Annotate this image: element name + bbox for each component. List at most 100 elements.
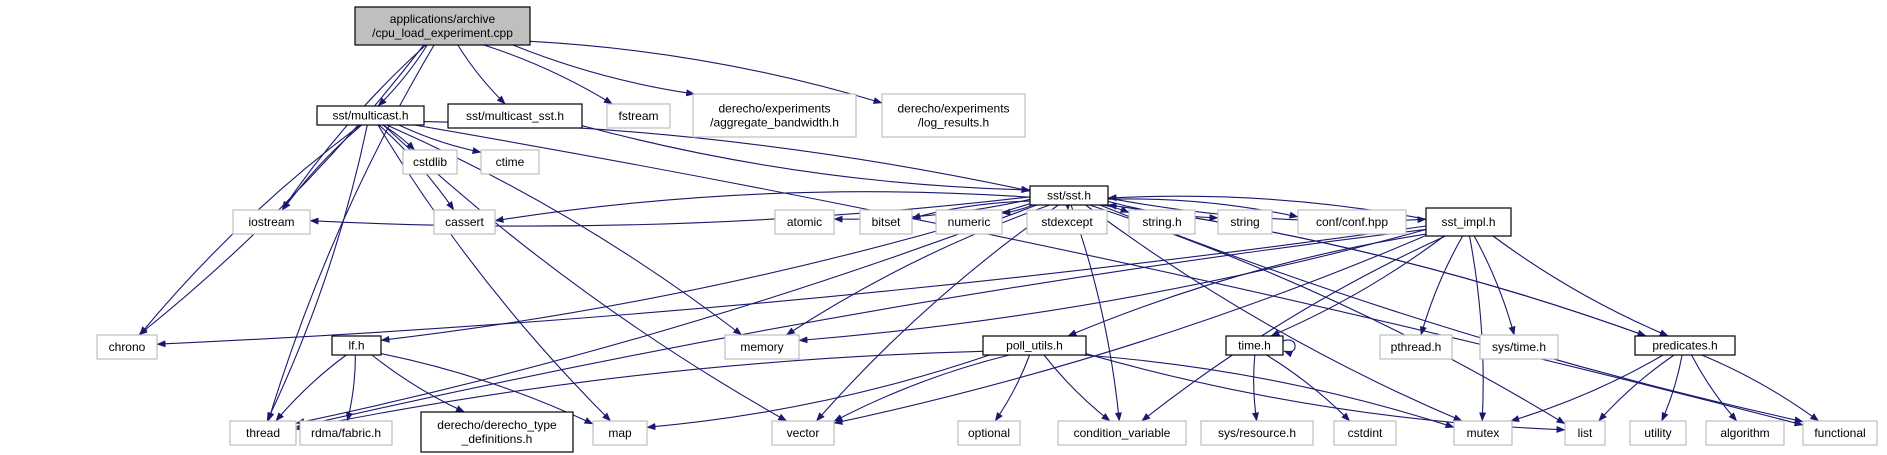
node-label: /log_results.h (918, 116, 989, 130)
node-timeh[interactable]: time.h (1225, 335, 1284, 356)
edge-poll-to-optional (994, 354, 1031, 422)
edge-sst-to-memory (785, 204, 1050, 336)
node-box (1564, 420, 1606, 446)
node-stringh[interactable]: string.h (1128, 209, 1196, 235)
node-fstream[interactable]: fstream (606, 103, 671, 129)
node-ctime[interactable]: ctime (480, 149, 540, 175)
edge-sst-to-bitset (911, 200, 1031, 220)
node-optional[interactable]: optional (957, 420, 1021, 446)
node-atomic[interactable]: atomic (774, 209, 835, 235)
node-box (606, 103, 671, 129)
node-numeric[interactable]: numeric (935, 209, 1003, 235)
node-label: string.h (1142, 215, 1181, 229)
node-label: memory (740, 340, 783, 354)
node-chrono[interactable]: chrono (96, 334, 158, 360)
node-aggbw[interactable]: derecho/experiments/aggregate_bandwidth.… (692, 93, 857, 138)
node-label: thread (246, 426, 280, 440)
node-sst[interactable]: sst/sst.h (1029, 185, 1109, 206)
node-box (771, 420, 835, 446)
node-label: derecho/derecho_type (437, 418, 557, 432)
node-label: cstdint (1348, 426, 1383, 440)
node-label: applications/archive (390, 12, 496, 26)
edge-sst-to-iostream (309, 196, 1031, 227)
edge-sst-to-list (1089, 204, 1566, 425)
edge-root-to-mcast (377, 44, 428, 107)
edge-mcast-to-memory (386, 124, 743, 336)
node-pred[interactable]: predicates.h (1634, 335, 1736, 356)
node-condvar[interactable]: condition_variable (1057, 420, 1187, 446)
edge-poll-to-map (646, 354, 990, 431)
node-label: string (1230, 215, 1259, 229)
node-thread[interactable]: thread (229, 420, 297, 446)
node-cstdint[interactable]: cstdint (1333, 420, 1397, 446)
edge-lfh-to-rdma (346, 354, 356, 422)
edge-sst-to-functional (1099, 204, 1804, 424)
edge-sst-to-numeric (1001, 204, 1034, 216)
node-mutex[interactable]: mutex (1453, 420, 1513, 446)
edge-impl-to-mutex (1468, 235, 1487, 422)
node-conf[interactable]: conf/conf.hpp (1297, 209, 1407, 235)
node-label: /cpu_load_experiment.cpp (372, 26, 513, 40)
node-mcast-sst[interactable]: sst/multicast_sst.h (447, 103, 583, 129)
node-lfh[interactable]: lf.h (331, 335, 382, 356)
node-box (859, 209, 913, 235)
edge-impl-to-pred (1492, 235, 1669, 337)
edge-poll-to-vector (833, 354, 1010, 422)
node-stdexcept[interactable]: stdexcept (1026, 209, 1108, 235)
node-sysres[interactable]: sys/resource.h (1200, 420, 1314, 446)
node-label: /aggregate_bandwidth.h (710, 116, 839, 130)
node-vector[interactable]: vector (771, 420, 835, 446)
node-poll[interactable]: poll_utils.h (982, 335, 1087, 356)
node-utility[interactable]: utility (1629, 420, 1687, 446)
node-bitset[interactable]: bitset (859, 209, 913, 235)
node-box (1029, 185, 1109, 206)
node-list[interactable]: list (1564, 420, 1606, 446)
node-label: pthread.h (1391, 340, 1442, 354)
node-box (402, 149, 458, 175)
node-label: functional (1814, 426, 1865, 440)
node-box (1634, 335, 1736, 356)
node-memory[interactable]: memory (724, 334, 800, 360)
edge-root-to-aggbw (512, 44, 696, 97)
node-label: cassert (445, 215, 484, 229)
node-box (1333, 420, 1397, 446)
edge-impl-to-poll (1067, 233, 1427, 337)
node-label: sst_impl.h (1441, 215, 1495, 229)
node-mcast[interactable]: sst/multicast.h (316, 105, 425, 126)
node-cassert[interactable]: cassert (433, 209, 496, 235)
node-box (881, 93, 1026, 138)
node-root[interactable]: applications/archive/cpu_load_experiment… (354, 6, 531, 46)
node-pthread[interactable]: pthread.h (1379, 334, 1453, 360)
node-dtd[interactable]: derecho/derecho_type_definitions.h (420, 411, 574, 453)
node-string[interactable]: string (1217, 209, 1273, 235)
edge-pred-to-functional (1701, 354, 1820, 422)
edge-impl-to-timeh (1270, 235, 1445, 337)
node-map[interactable]: map (592, 420, 648, 446)
node-box (957, 420, 1021, 446)
edge-impl-to-condvar (1141, 235, 1446, 422)
node-box (982, 335, 1087, 356)
edge-mcast-to-functional (414, 124, 1804, 427)
node-label: derecho/experiments (718, 102, 830, 116)
node-box (1629, 420, 1687, 446)
node-algorithm[interactable]: algorithm (1705, 420, 1785, 446)
edge-pred-to-mutex (1510, 354, 1664, 422)
node-functional[interactable]: functional (1802, 420, 1878, 446)
node-logres[interactable]: derecho/experiments/log_results.h (881, 93, 1026, 138)
node-box (1297, 209, 1407, 235)
node-box (1225, 335, 1284, 356)
node-label: mutex (1467, 426, 1500, 440)
node-label: stdexcept (1041, 215, 1093, 229)
edge-sst-to-mutex (1085, 204, 1463, 422)
edge-impl-to-systime (1473, 235, 1516, 336)
node-box (692, 93, 857, 138)
node-impl[interactable]: sst_impl.h (1425, 207, 1512, 237)
node-cstdlib[interactable]: cstdlib (402, 149, 458, 175)
node-label: atomic (787, 215, 822, 229)
node-iostream[interactable]: iostream (232, 209, 311, 235)
node-rdma[interactable]: rdma/fabric.h (299, 420, 393, 446)
node-label: cstdlib (413, 155, 447, 169)
node-box (316, 105, 425, 126)
node-box (1379, 334, 1453, 360)
node-systime[interactable]: sys/time.h (1479, 334, 1559, 360)
